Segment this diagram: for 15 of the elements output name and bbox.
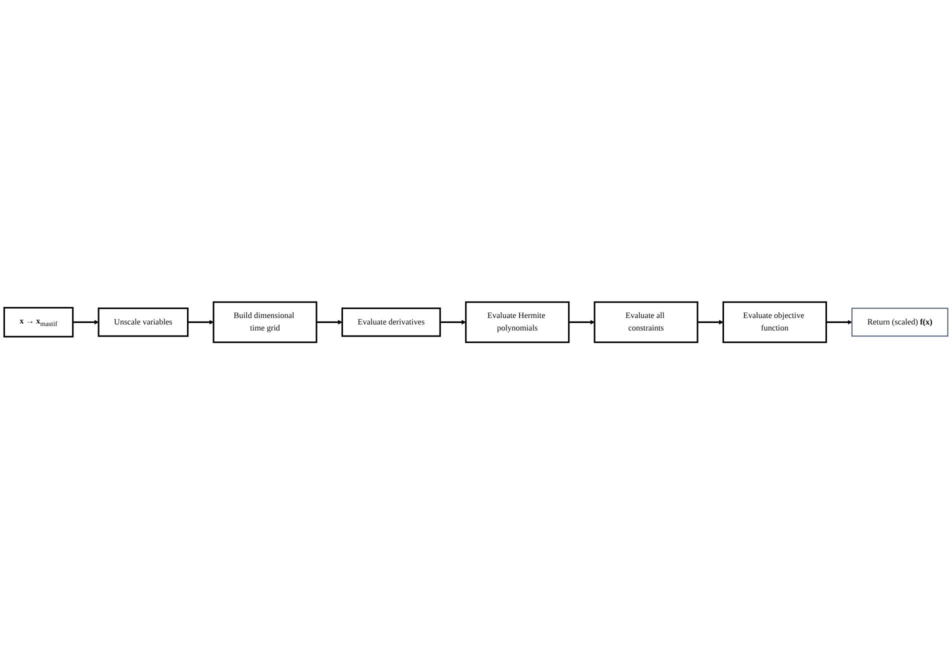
- arrow: [826, 320, 852, 325]
- node-box: Return (scaled) f(x): [851, 308, 948, 337]
- arrow: [568, 320, 595, 325]
- arrow: [316, 320, 342, 325]
- arrow: [698, 320, 724, 325]
- node-box: Unscale variables: [98, 308, 189, 338]
- arrow: [440, 320, 466, 325]
- node-box: Evaluate derivatives: [341, 308, 441, 338]
- node-box: Evaluate objective function: [722, 302, 827, 344]
- arrow: [188, 320, 214, 325]
- node-box: Evaluate all constraints: [594, 302, 698, 344]
- node-box: x → x$_{mastif}$: [3, 307, 74, 338]
- arrow: [72, 320, 99, 325]
- node-box: Evaluate Hermite polynomials: [465, 302, 570, 344]
- node-box: Build dimensional time grid: [212, 302, 318, 344]
